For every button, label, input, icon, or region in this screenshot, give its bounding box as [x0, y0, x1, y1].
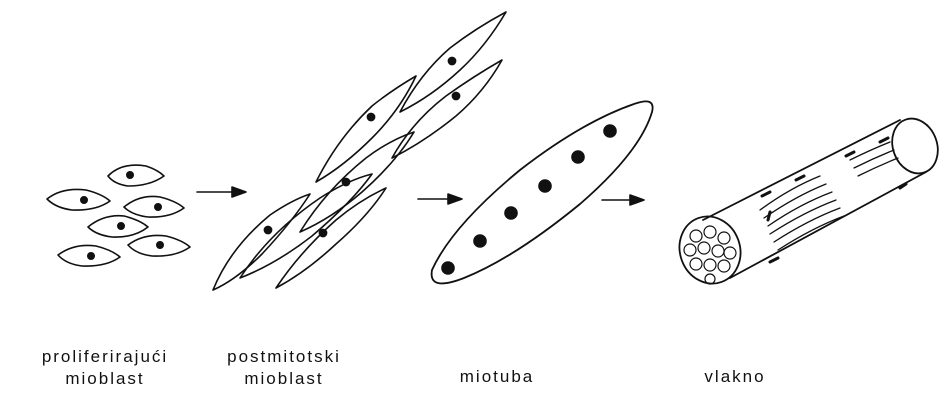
spindle-cell	[316, 76, 416, 182]
spindle-cell	[240, 174, 372, 278]
label-line: vlakno	[672, 366, 798, 388]
myoblast-cell	[108, 165, 164, 186]
label-postmitotic-myoblast: postmitotski mioblast	[196, 346, 372, 390]
myoblast-cell	[88, 216, 148, 237]
arrow-1	[197, 187, 246, 197]
label-line: mioblast	[5, 368, 205, 390]
muscle-fiber	[670, 112, 944, 292]
arrow-2	[418, 194, 462, 204]
striations	[760, 142, 898, 250]
label-line: proliferirajući	[5, 346, 205, 368]
label-line: miotuba	[432, 366, 562, 388]
myoblast-cell	[58, 245, 120, 266]
label-line: postmitotski	[196, 346, 372, 368]
label-proliferating-myoblast: proliferirajući mioblast	[5, 346, 205, 390]
myoblast-cell	[128, 235, 190, 256]
label-line: mioblast	[196, 368, 372, 390]
arrow-3	[602, 195, 644, 205]
spindle-cell	[392, 60, 502, 158]
myoblast-cell	[47, 189, 110, 210]
fiber-nuclei	[762, 138, 906, 262]
myoblast-cell	[124, 196, 184, 217]
label-myotube: miotuba	[432, 366, 562, 388]
label-fiber: vlakno	[672, 366, 798, 388]
proliferating-myoblasts	[47, 165, 190, 266]
myotube	[432, 101, 653, 283]
spindle-cell	[276, 188, 386, 288]
postmitotic-myoblasts	[213, 12, 506, 290]
